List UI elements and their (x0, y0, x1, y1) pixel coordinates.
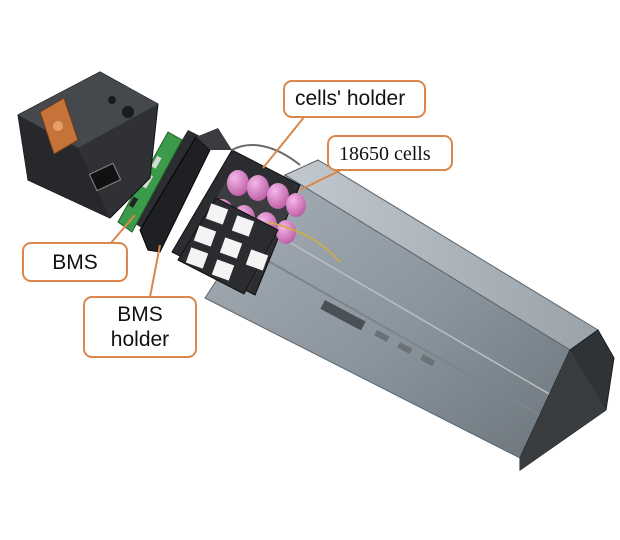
callout-leaders (109, 115, 346, 298)
callout-18650-cells-text: 18650 cells (339, 143, 431, 165)
callout-bms-holder-line1: BMS (117, 303, 163, 326)
holder-grid (177, 197, 279, 295)
callout-18650-cells: 18650 cells (327, 135, 453, 171)
leader-18650-cells (299, 167, 346, 191)
charge-socket (88, 162, 122, 192)
callout-cells-holder-text: cells' holder (295, 87, 406, 110)
callout-bms-holder-line2: holder (110, 328, 170, 351)
callout-bms-text: BMS (52, 251, 98, 274)
callout-bms: BMS (22, 242, 128, 282)
battery-casing (204, 159, 615, 471)
bms-holder-bracket (132, 128, 232, 253)
end-cap (17, 71, 159, 219)
leader-bms (109, 214, 136, 245)
leader-bms-holder (149, 244, 161, 298)
cell-pack (171, 144, 341, 296)
callout-cells-holder: cells' holder (283, 80, 426, 118)
leader-cells-holder (262, 115, 306, 169)
power-switch (39, 97, 79, 155)
callout-bms-holder: BMS holder (83, 296, 197, 358)
